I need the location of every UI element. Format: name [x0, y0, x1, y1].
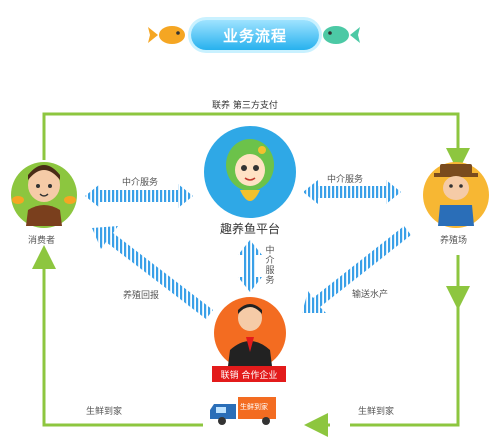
arrow-platform-partner: [238, 240, 262, 292]
delivery-truck-icon: [210, 397, 276, 425]
arrow-consumer-platform: [85, 184, 193, 208]
arrow-platform-farm: [303, 180, 401, 204]
bottom-left-label: 生鲜到家: [86, 407, 123, 417]
bottom-right-label: 生鲜到家: [358, 407, 395, 417]
farmer-avatar-icon: [423, 162, 489, 228]
platform-farm-label: 中介服务: [327, 175, 364, 185]
partner-businessman-icon: [214, 297, 286, 369]
farm-partner-label: 输送水产: [352, 290, 389, 300]
partner-label: 联销 合作企业: [212, 366, 286, 382]
teal-fish-icon: [323, 26, 360, 44]
page-title: 业务流程: [222, 26, 287, 45]
arrow-farm-partner: [302, 226, 411, 313]
orange-fish-icon: [148, 26, 185, 44]
partner-consumer-label: 养殖回报: [123, 291, 160, 301]
consumer-platform-label: 中介服务: [122, 178, 159, 188]
truck-sign: 生鲜到家: [240, 403, 268, 411]
platform-partner-label: 中介服务: [265, 246, 275, 286]
arrow-partner-consumer: [92, 226, 213, 319]
top-flow-label: 联养 第三方支付: [212, 101, 278, 111]
consumer-label: 消费者: [28, 236, 56, 246]
mermaid-mascot-icon: [204, 126, 296, 218]
title-banner: 业务流程: [191, 20, 319, 50]
green-flow-loop: [32, 112, 470, 427]
consumer-avatar-icon: [11, 162, 77, 228]
farm-label: 养殖场: [440, 236, 468, 246]
platform-name: 趣养鱼平台: [219, 222, 280, 236]
